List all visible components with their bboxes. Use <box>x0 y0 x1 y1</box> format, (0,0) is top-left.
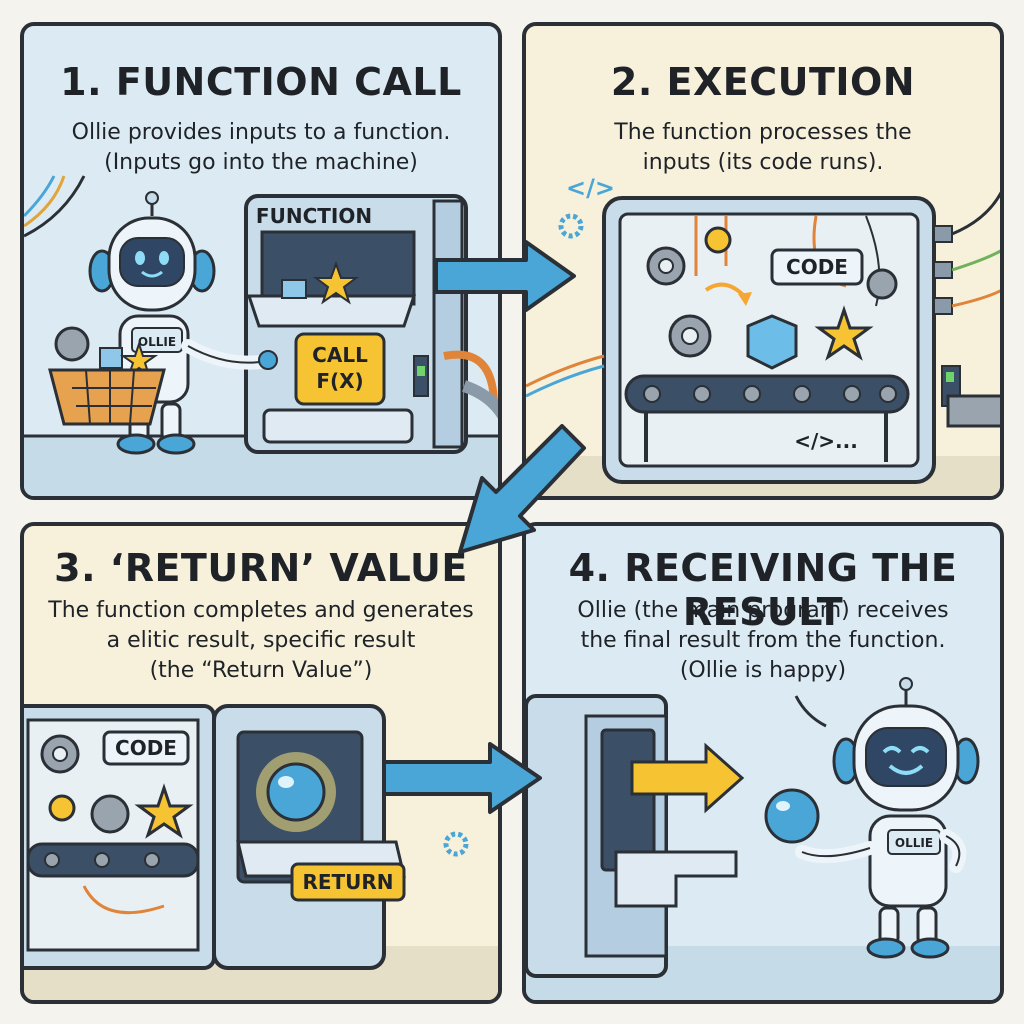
return-machine: CODE RETURN <box>24 704 406 970</box>
robot-icon: OLLIE <box>48 191 278 455</box>
arrow-right-icon <box>382 742 542 814</box>
svg-text:CODE: CODE <box>786 255 848 279</box>
panel-description: Ollie (the main program) receives the fi… <box>577 598 949 683</box>
function-machine: FUNCTION CALL F(X) <box>244 194 498 454</box>
output-machine <box>526 694 738 978</box>
return-tray-label <box>290 862 406 902</box>
svg-text:CALL: CALL <box>312 343 368 367</box>
code-sign <box>102 730 190 766</box>
panel-description: The function completes and generates a e… <box>48 598 474 683</box>
call-button[interactable] <box>294 332 386 406</box>
code-icon: </>... <box>794 429 858 453</box>
robot-badge: OLLIE <box>138 335 176 349</box>
gear-icon <box>558 213 584 239</box>
panel-title: 2. EXECUTION <box>610 60 916 104</box>
star-icon <box>313 261 359 305</box>
gear-icon <box>704 226 732 254</box>
gear-icon <box>90 794 130 834</box>
orb-icon <box>764 788 820 844</box>
panel-receiving-result: 4. RECEIVING THE RESULT Ollie (the main … <box>522 522 1004 1004</box>
gear-icon <box>48 794 76 822</box>
arrow-right-icon <box>630 742 745 814</box>
panel-function-call: 1. FUNCTION CALL Ollie provides inputs t… <box>20 22 502 500</box>
function-call-illustration: FUNCTION CALL F(X) O <box>24 175 498 496</box>
panel-execution: 2. EXECUTION The function processes the … <box>522 22 1004 500</box>
execution-machine: CODE </>... <box>526 191 1000 484</box>
panel-description: Ollie provides inputs to a function. (In… <box>71 120 451 175</box>
panel-title: 4. RECEIVING THE RESULT <box>568 546 958 634</box>
cube-icon <box>746 314 798 370</box>
basket-icon <box>48 326 166 426</box>
orb-icon <box>266 762 326 822</box>
arrow-right-icon <box>434 240 576 312</box>
gear-icon <box>866 268 898 300</box>
star-icon <box>814 305 874 361</box>
svg-text:F(X): F(X) <box>316 369 363 393</box>
execution-illustration: </> CODE < <box>526 174 1000 496</box>
robot-badge: OLLIE <box>895 836 933 850</box>
conveyor-belt <box>624 374 910 414</box>
svg-text:CODE: CODE <box>115 736 177 760</box>
arrow-down-left-icon <box>458 424 586 554</box>
gear-icon <box>443 831 469 857</box>
star-icon <box>134 783 194 839</box>
panel-description: The function processes the inputs (its c… <box>614 120 912 175</box>
robot-icon: OLLIE <box>764 677 980 959</box>
svg-text:RETURN: RETURN <box>302 870 393 894</box>
conveyor-belt <box>26 842 200 878</box>
return-value-illustration: CODE RETURN <box>24 704 498 1000</box>
panel-title: 1. FUNCTION CALL <box>60 60 462 104</box>
code-sign <box>770 248 864 286</box>
panel-title: 3. ‘RETURN’ VALUE <box>54 546 468 590</box>
receiving-result-illustration: OLLIE <box>526 677 1000 1000</box>
panel-return-value: 3. ‘RETURN’ VALUE The function completes… <box>20 522 502 1004</box>
machine-label: FUNCTION <box>256 204 372 228</box>
code-icon: </> <box>566 174 615 202</box>
